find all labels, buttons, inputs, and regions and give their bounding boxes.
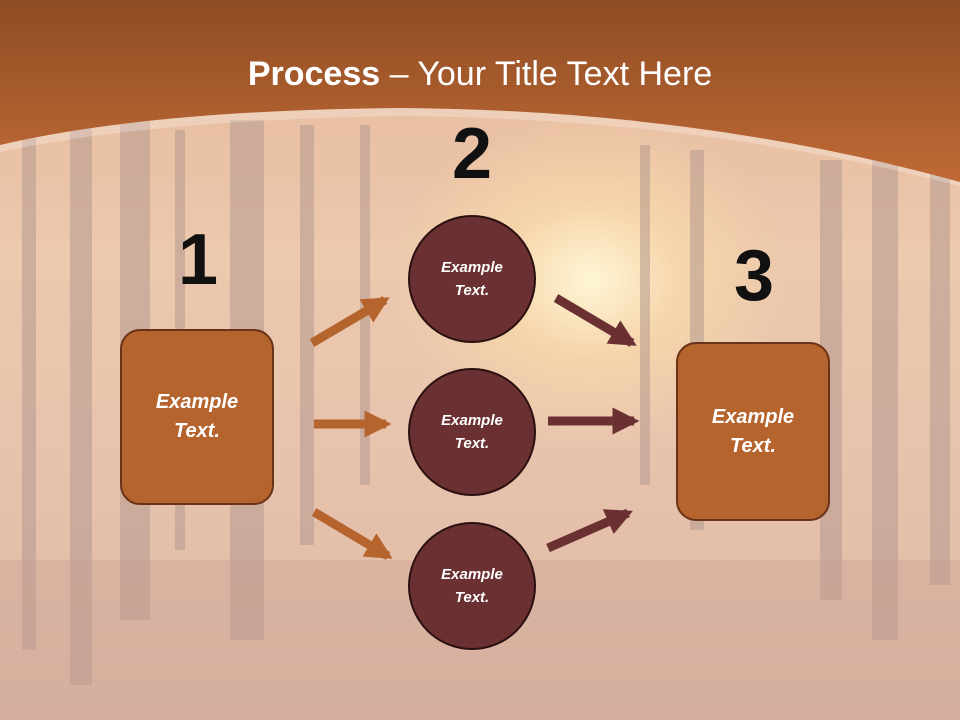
left-box[interactable]: Example Text. (120, 329, 274, 505)
arrow-left-to-top (309, 296, 390, 347)
circle-middle[interactable]: Example Text. (408, 368, 536, 496)
title-bold: Process (247, 55, 381, 93)
title-rest: – Your Title Text Here (380, 55, 713, 93)
step-number-1: 1 (177, 220, 219, 300)
step-number-2: 2 (451, 114, 493, 194)
circle-bottom[interactable]: Example Text. (408, 522, 536, 650)
circle-bottom-label: Example Text. (441, 566, 503, 606)
circle-top[interactable]: Example Text. (408, 215, 536, 343)
arrow-left-to-bottom (311, 508, 393, 560)
circle-top-label: Example Text. (441, 259, 503, 299)
circle-middle-label: Example Text. (441, 412, 503, 452)
arrow-bottom-to-right (546, 508, 633, 553)
right-box-label: Example Text. (711, 405, 795, 457)
step-number-3: 3 (733, 236, 775, 316)
title-band (0, 0, 960, 186)
slide-title: Process – Your Title Text Here (0, 52, 960, 96)
right-box[interactable]: Example Text. (676, 342, 830, 521)
left-box-label: Example Text. (155, 391, 239, 442)
arrow-top-to-right (553, 294, 637, 347)
